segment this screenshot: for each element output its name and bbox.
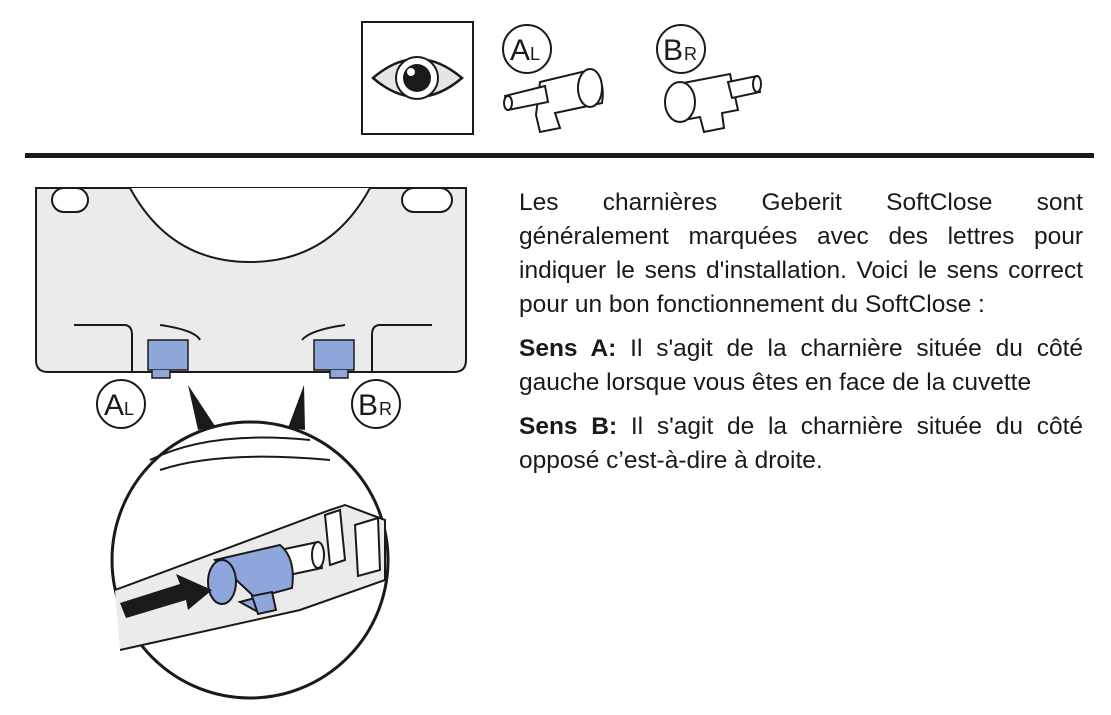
hinge-br-letter: B (663, 34, 683, 67)
zoom-pointer-left (188, 385, 215, 430)
seat-hinge-illustration: A L B R (35, 187, 467, 700)
sens-a-paragraph: Sens A: Il s'agit de la charnière située… (519, 332, 1083, 400)
label-br: B R (351, 379, 401, 429)
label-br-letter: B (358, 389, 378, 422)
hinge-al-sub: L (530, 44, 540, 64)
label-al-sub: L (124, 399, 134, 419)
hinge-br-sub: R (684, 44, 697, 64)
label-br-sub: R (379, 399, 392, 419)
toilet-seat (35, 187, 467, 373)
sens-b-text: Il s'agit de la charnière située du côté… (519, 413, 1084, 474)
hinge-right-marker (313, 339, 355, 379)
zoom-detail-circle (110, 420, 390, 700)
hinge-left-marker (147, 339, 189, 379)
sens-b-paragraph: Sens B: Il s'agit de la charnière située… (519, 410, 1083, 478)
hinge-br-icon: B R (656, 24, 762, 134)
label-al: A L (96, 379, 146, 429)
hinge-al-letter: A (510, 34, 530, 67)
instructions-text: Les charnières Geberit SoftClose sont gé… (519, 186, 1083, 488)
eye-icon (361, 21, 474, 135)
label-al-letter: A (104, 389, 124, 422)
hinge-al-icon: A L (502, 24, 604, 134)
header-icons: A L B R (361, 21, 762, 135)
sens-a-text: Il s'agit de la charnière située du côté… (519, 335, 1083, 396)
intro-paragraph: Les charnières Geberit SoftClose sont gé… (519, 189, 1083, 318)
insert-arrow-icon (120, 574, 212, 618)
section-divider (25, 153, 1094, 158)
sens-a-label: Sens A: (519, 335, 617, 362)
zoom-pointer-right (288, 385, 305, 430)
sens-b-label: Sens B: (519, 413, 618, 440)
